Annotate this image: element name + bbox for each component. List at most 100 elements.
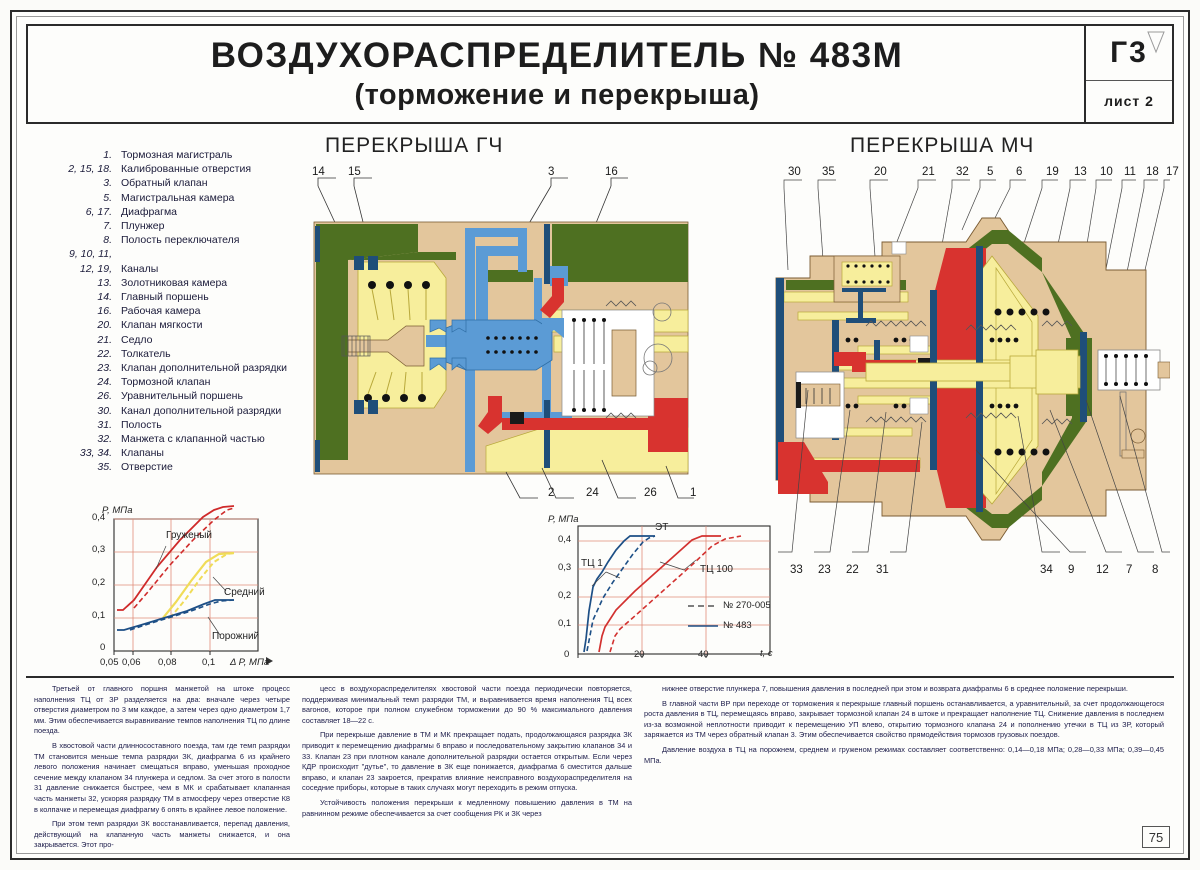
legend-row: 23. Клапан дополнительной разрядки	[34, 361, 296, 375]
chart1-xtick-3: 0,1	[202, 657, 216, 668]
legend-number: 26.	[97, 390, 112, 403]
page-subtitle: (торможение и перекрыша)	[354, 79, 760, 111]
callout-left-26: 26	[644, 487, 657, 499]
heading-perekrysha-mch: ПЕРЕКРЫША МЧ	[850, 134, 1035, 157]
legend-number: 8.	[103, 234, 112, 247]
legend-number: 16.	[97, 305, 112, 318]
legend-number: 13.	[97, 276, 112, 289]
chart1-annot-gruzheny: Груженый	[166, 530, 212, 541]
chart2-xtick-0: 0	[564, 649, 570, 660]
heading-perekrysha-gch: ПЕРЕКРЫША ГЧ	[325, 134, 504, 157]
chart-pressure-vs-time: P, МПа	[548, 508, 798, 676]
chart1-canvas	[113, 505, 273, 665]
chart2-annot-tc100: ТЦ 100	[700, 564, 733, 575]
page-number: 75	[1142, 826, 1170, 848]
chart1-ytick-0: 0	[100, 642, 106, 653]
legend-number: 1.	[103, 149, 112, 161]
legend-number: 31.	[97, 418, 112, 431]
body-paragraph: При перекрыше давление в ТМ и МК прекращ…	[302, 730, 632, 793]
chart2-ytick-3: 0,4	[558, 534, 572, 545]
legend-row: 22.Толкатель	[34, 347, 296, 361]
legend-number: 20.	[97, 319, 112, 332]
chart1-xtick-2: 0,08	[158, 657, 177, 668]
body-paragraph: Третьей от главного поршня манжетой на ш…	[34, 684, 290, 736]
body-paragraph: В главной части ВР при переходе от тормо…	[644, 698, 1164, 740]
sheet-number: лист 2	[1104, 93, 1154, 109]
chart2-legend-483: № 483	[723, 620, 752, 631]
callout-right-12: 12	[1096, 564, 1109, 576]
legend-label: Рабочая камера	[121, 305, 201, 318]
legend-number: 9, 10, 11,	[68, 248, 112, 261]
body-paragraph: цесс в воздухораспределителях хвостовой …	[302, 684, 632, 725]
callout-right-17: 17	[1166, 166, 1179, 178]
legend-row: 8.Полость переключателя	[34, 233, 296, 247]
legend-label: Клапан дополнительной разрядки	[121, 362, 287, 375]
callout-left-2: 2	[548, 487, 555, 499]
legend-number: 23.	[97, 362, 112, 375]
chart1-xlabel: Δ P, МПа	[230, 657, 270, 668]
chart1-ytick-3: 0,3	[92, 544, 106, 555]
title-main: ВОЗДУХОРАСПРЕДЕЛИТЕЛЬ № 483М (торможение…	[28, 26, 1086, 122]
legend-row: 26. Уравнительный поршень	[34, 389, 296, 403]
legend-row: 13. Золотниковая камера	[34, 276, 296, 290]
chart1-xtick-0: 0,05	[100, 657, 119, 668]
chart1-xtick-1: 0,06	[122, 657, 141, 668]
callout-right-35: 35	[822, 166, 835, 178]
callout-right-33: 33	[790, 564, 803, 576]
chart1-ytick-1: 0,1	[92, 610, 106, 621]
callout-right-22: 22	[846, 564, 859, 576]
legend-row: 9, 10, 11,	[34, 247, 296, 261]
legend-number: 7.	[103, 220, 112, 233]
legend-number: 35.	[97, 461, 112, 474]
callout-left-15: 15	[348, 166, 361, 178]
callout-left-3: 3	[548, 166, 555, 178]
chart2-xlabel: t, с	[760, 648, 773, 659]
callout-right-9: 9	[1068, 564, 1075, 576]
chart2-xtick-2: 40	[698, 649, 709, 660]
body-paragraph: При этом темп разрядки ЗК восстанавливае…	[34, 819, 290, 850]
callout-right-30: 30	[788, 166, 801, 178]
sheet-code: Г3	[1086, 26, 1172, 81]
body-paragraph: нижнее отверстие плунжера 7, повышения д…	[662, 684, 1128, 693]
page-title: ВОЗДУХОРАСПРЕДЕЛИТЕЛЬ № 483М	[210, 36, 904, 75]
legend-number: 22.	[97, 347, 112, 360]
callout-right-23: 23	[818, 564, 831, 576]
callout-right-20: 20	[874, 166, 887, 178]
body-column-2: цесс в воздухораспределителях хвостовой …	[302, 684, 632, 823]
legend-row: 6, 17.Диафрагма	[34, 205, 296, 219]
chart2-annot-tc1: ТЦ 1	[581, 558, 603, 569]
legend-number: 33, 34.	[79, 447, 112, 460]
legend-label: Плунжер	[121, 220, 165, 233]
legend-label: Уравнительный поршень	[121, 390, 243, 403]
callout-right-19: 19	[1046, 166, 1059, 178]
chart-pressure-vs-dp: P, МПа	[70, 505, 320, 675]
chart1-ytick-2: 0,2	[92, 577, 106, 588]
legend-number: 21.	[97, 333, 112, 346]
legend-label: Диафрагма	[121, 205, 178, 218]
legend-label: Тормозной клапан	[121, 376, 211, 389]
body-paragraph: Давление воздуха в ТЦ на порожнем, средн…	[644, 744, 1164, 765]
diagram-perekrysha-gch	[313, 177, 694, 499]
legend-label: Полость	[121, 418, 162, 431]
body-column-3: нижнее отверстие плунжера 7, повышения д…	[644, 684, 1164, 770]
corner-mark-icon	[1147, 31, 1165, 54]
callout-right-34: 34	[1040, 564, 1053, 576]
body-text-zone: Третьей от главного поршня манжетой на ш…	[26, 676, 1174, 850]
legend-label: Канал дополнительной разрядки	[121, 404, 282, 417]
legend-label: Манжета с клапанной частью	[121, 433, 265, 446]
legend-row: 12, 19,Каналы	[34, 262, 296, 276]
chart1-annot-sredniy: Средний	[224, 587, 265, 598]
callout-right-8: 8	[1152, 564, 1159, 576]
title-block: ВОЗДУХОРАСПРЕДЕЛИТЕЛЬ № 483М (торможение…	[26, 24, 1174, 124]
legend-number: 32.	[97, 433, 112, 446]
legend-row: 7. Плунжер	[34, 219, 296, 233]
legend-row: 16. Рабочая камера	[34, 304, 296, 318]
callout-right-5: 5	[987, 166, 994, 178]
legend-number: 12, 19,	[79, 262, 112, 275]
legend-label: Золотниковая камера	[121, 276, 228, 289]
legend-row: 21.Седло	[34, 333, 296, 347]
legend-row: 20.Клапан мягкости	[34, 318, 296, 332]
callout-right-6: 6	[1016, 166, 1023, 178]
legend-number: 3.	[103, 177, 112, 190]
legend-row: 5.Магистральная камера	[34, 191, 296, 205]
